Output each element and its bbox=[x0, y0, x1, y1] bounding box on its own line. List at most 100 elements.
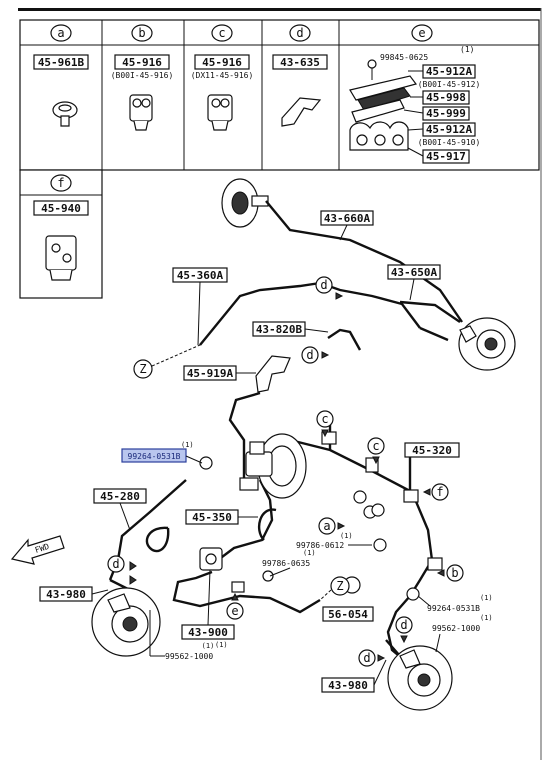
svg-text:99562-1000: 99562-1000 bbox=[165, 652, 213, 661]
svg-text:f: f bbox=[436, 485, 443, 499]
highlight-99264-0531B[interactable]: (1) 99264-0531B bbox=[121, 441, 203, 464]
callout-d-lower-right-1: d bbox=[395, 616, 413, 644]
callout-d-lower-left: d bbox=[107, 555, 137, 585]
label-56-054: 56-054 bbox=[322, 606, 374, 622]
label-45-320: 45-320 bbox=[404, 442, 460, 458]
label-43-820B: 43-820B bbox=[252, 321, 329, 337]
callout-c-2: c bbox=[367, 437, 385, 465]
svg-text:99786-0612: 99786-0612 bbox=[296, 541, 344, 550]
label-43-650A: 43-650A bbox=[387, 264, 441, 301]
e-part-4-sub: (B00I-45-910) bbox=[418, 138, 481, 147]
upper-pipes bbox=[199, 200, 463, 351]
label-99786-0612: (1) 99786-0612 bbox=[296, 532, 372, 550]
callout-d-upper-1: d bbox=[315, 276, 344, 300]
svg-text:43-980: 43-980 bbox=[46, 588, 86, 601]
screw-part: 99845-0625 bbox=[380, 53, 428, 62]
label-45-919A: 45-919A bbox=[183, 365, 256, 381]
bracket-assembly-icon bbox=[349, 59, 424, 157]
lower-left-disc bbox=[91, 587, 161, 657]
svg-text:d: d bbox=[363, 651, 370, 665]
callout-d-lower-right-2: d bbox=[358, 649, 386, 667]
svg-text:a: a bbox=[323, 519, 330, 533]
label-43-980-left: 43-980 bbox=[39, 586, 109, 602]
legend-letter-a: a bbox=[57, 26, 64, 40]
legend-col-d: d 43-635 bbox=[272, 24, 328, 127]
mid-pipes bbox=[108, 391, 434, 671]
legend-part-f: 45-940 bbox=[41, 202, 81, 215]
label-45-350: 45-350 bbox=[185, 509, 258, 525]
label-99264-0531B-right: (1) 99264-0531B bbox=[417, 594, 493, 613]
svg-text:(1): (1) bbox=[480, 614, 493, 622]
svg-text:b: b bbox=[451, 566, 458, 580]
callout-b: b bbox=[436, 564, 464, 582]
svg-text:d: d bbox=[112, 557, 119, 571]
svg-text:43-660A: 43-660A bbox=[324, 212, 371, 225]
svg-text:(1): (1) bbox=[340, 532, 353, 540]
top-rule bbox=[18, 8, 541, 11]
highlight-qty: (1) bbox=[181, 441, 194, 449]
svg-text:43-900: 43-900 bbox=[188, 626, 228, 639]
upper-right-disc bbox=[458, 317, 516, 371]
callout-e: e bbox=[226, 592, 244, 620]
callout-z-upper: Z bbox=[133, 344, 201, 379]
svg-text:d: d bbox=[400, 618, 407, 632]
spring-clip-icon bbox=[281, 97, 322, 127]
legend-sub-c: (DX11-45-916) bbox=[191, 71, 254, 80]
label-43-980-right: 43-980 bbox=[321, 659, 387, 693]
svg-text:(1): (1) bbox=[480, 594, 493, 602]
svg-text:Z: Z bbox=[336, 579, 343, 593]
label-99786-0635: (1) 99786-0635 bbox=[262, 549, 316, 577]
svg-text:99562-1000: 99562-1000 bbox=[432, 624, 480, 633]
callout-a: a bbox=[318, 517, 346, 535]
grommet-icon bbox=[52, 101, 78, 127]
svg-text:(1): (1) bbox=[215, 641, 228, 649]
fwd-label: FWD bbox=[34, 542, 51, 555]
e-part-3: 45-999 bbox=[426, 107, 466, 120]
legend-col-b: b 45-916 (B00I-45-916) bbox=[111, 24, 174, 131]
svg-text:43-980: 43-980 bbox=[328, 679, 368, 692]
upper-booster bbox=[221, 178, 269, 228]
e-part-1-sub: (B00I-45-912) bbox=[418, 80, 481, 89]
svg-text:56-054: 56-054 bbox=[328, 608, 368, 621]
svg-text:99786-0635: 99786-0635 bbox=[262, 559, 310, 568]
svg-text:(1): (1) bbox=[303, 549, 316, 557]
callout-z-lower: Z bbox=[319, 576, 350, 601]
e-part-4: 45-912A bbox=[426, 123, 473, 136]
highlight-part: 99264-0531B bbox=[128, 452, 181, 461]
svg-text:d: d bbox=[306, 348, 313, 362]
svg-text:45-350: 45-350 bbox=[192, 511, 232, 524]
svg-text:e: e bbox=[231, 604, 238, 618]
master-cylinder bbox=[239, 433, 307, 499]
label-43-660A: 43-660A bbox=[320, 210, 374, 241]
svg-text:c: c bbox=[372, 439, 379, 453]
fwd-arrow-icon: FWD bbox=[10, 535, 65, 565]
legend-col-e: e (1) 99845-0625 45-912A (B00I-45-912) 4… bbox=[349, 24, 481, 164]
e-part-1: 45-912A bbox=[426, 65, 473, 78]
screw-qty: (1) bbox=[460, 45, 474, 54]
lower-right-disc bbox=[387, 645, 453, 711]
svg-text:45-320: 45-320 bbox=[412, 444, 452, 457]
pipe-clip-icon bbox=[129, 94, 153, 131]
svg-text:Z: Z bbox=[139, 362, 146, 376]
legend-sub-b: (B00I-45-916) bbox=[111, 71, 174, 80]
legend-part-a: 45-961B bbox=[38, 56, 85, 69]
proportioning-valve bbox=[199, 547, 223, 571]
legend-letter-c: c bbox=[218, 26, 225, 40]
callout-f: f bbox=[422, 483, 449, 501]
legend-letter-e: e bbox=[418, 26, 425, 40]
legend-table: a 45-961B b 45-916 (B00I-45-916) bbox=[19, 19, 540, 171]
svg-text:43-650A: 43-650A bbox=[391, 266, 438, 279]
svg-text:45-360A: 45-360A bbox=[177, 269, 224, 282]
svg-text:99264-0531B: 99264-0531B bbox=[427, 604, 480, 613]
bracket-45-919A bbox=[255, 355, 291, 393]
callout-c-1: c bbox=[316, 410, 334, 438]
legend-letter-d: d bbox=[296, 26, 303, 40]
callout-d-upper-2: d bbox=[301, 346, 330, 364]
legend-col-a: a 45-961B bbox=[33, 24, 89, 127]
pipe-clip-icon bbox=[207, 94, 233, 131]
legend-letter-b: b bbox=[138, 26, 145, 40]
label-43-900: 43-900 (1) bbox=[181, 569, 235, 650]
label-45-360A: 45-360A bbox=[172, 267, 228, 346]
label-45-280: 45-280 bbox=[93, 488, 147, 531]
